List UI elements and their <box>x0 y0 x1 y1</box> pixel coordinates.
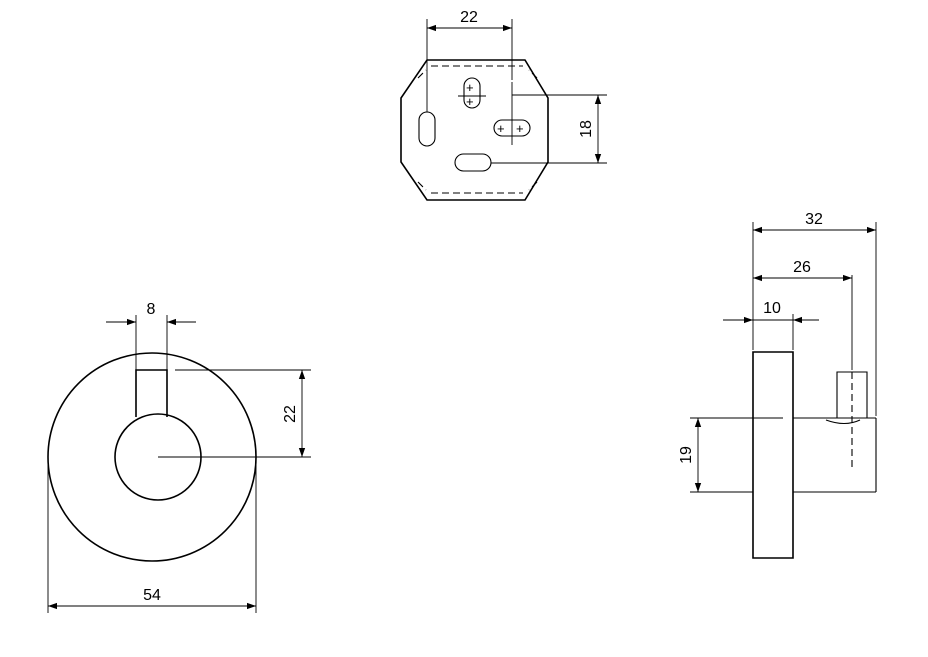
front-view: 8 22 54 <box>47 301 311 613</box>
dim-label-plate-22: 22 <box>460 9 478 26</box>
svg-text:+: + <box>497 121 505 136</box>
plate-screw-slot-vertical <box>463 77 481 109</box>
dim-label-side-10: 10 <box>763 300 781 317</box>
dim-label-side-32: 32 <box>805 211 823 228</box>
dim-label-front-22: 22 <box>282 405 299 423</box>
side-base-block <box>752 351 794 559</box>
mounting-plate-view: + + + + 22 18 <box>400 9 607 201</box>
plate-bottom-slot <box>454 153 492 172</box>
side-view: 32 26 10 19 <box>678 211 877 559</box>
svg-text:+: + <box>466 94 474 109</box>
dim-label-side-19: 19 <box>678 446 695 464</box>
dim-label-front-54: 54 <box>143 587 161 604</box>
dim-label-side-26: 26 <box>793 259 811 276</box>
svg-text:+: + <box>516 121 524 136</box>
svg-text:+: + <box>466 80 474 95</box>
plate-vertical-slot <box>418 111 436 147</box>
front-hook-stem <box>135 369 168 417</box>
dim-label-plate-18: 18 <box>578 120 595 138</box>
plate-outline <box>400 59 549 201</box>
dim-label-front-8: 8 <box>147 301 156 318</box>
